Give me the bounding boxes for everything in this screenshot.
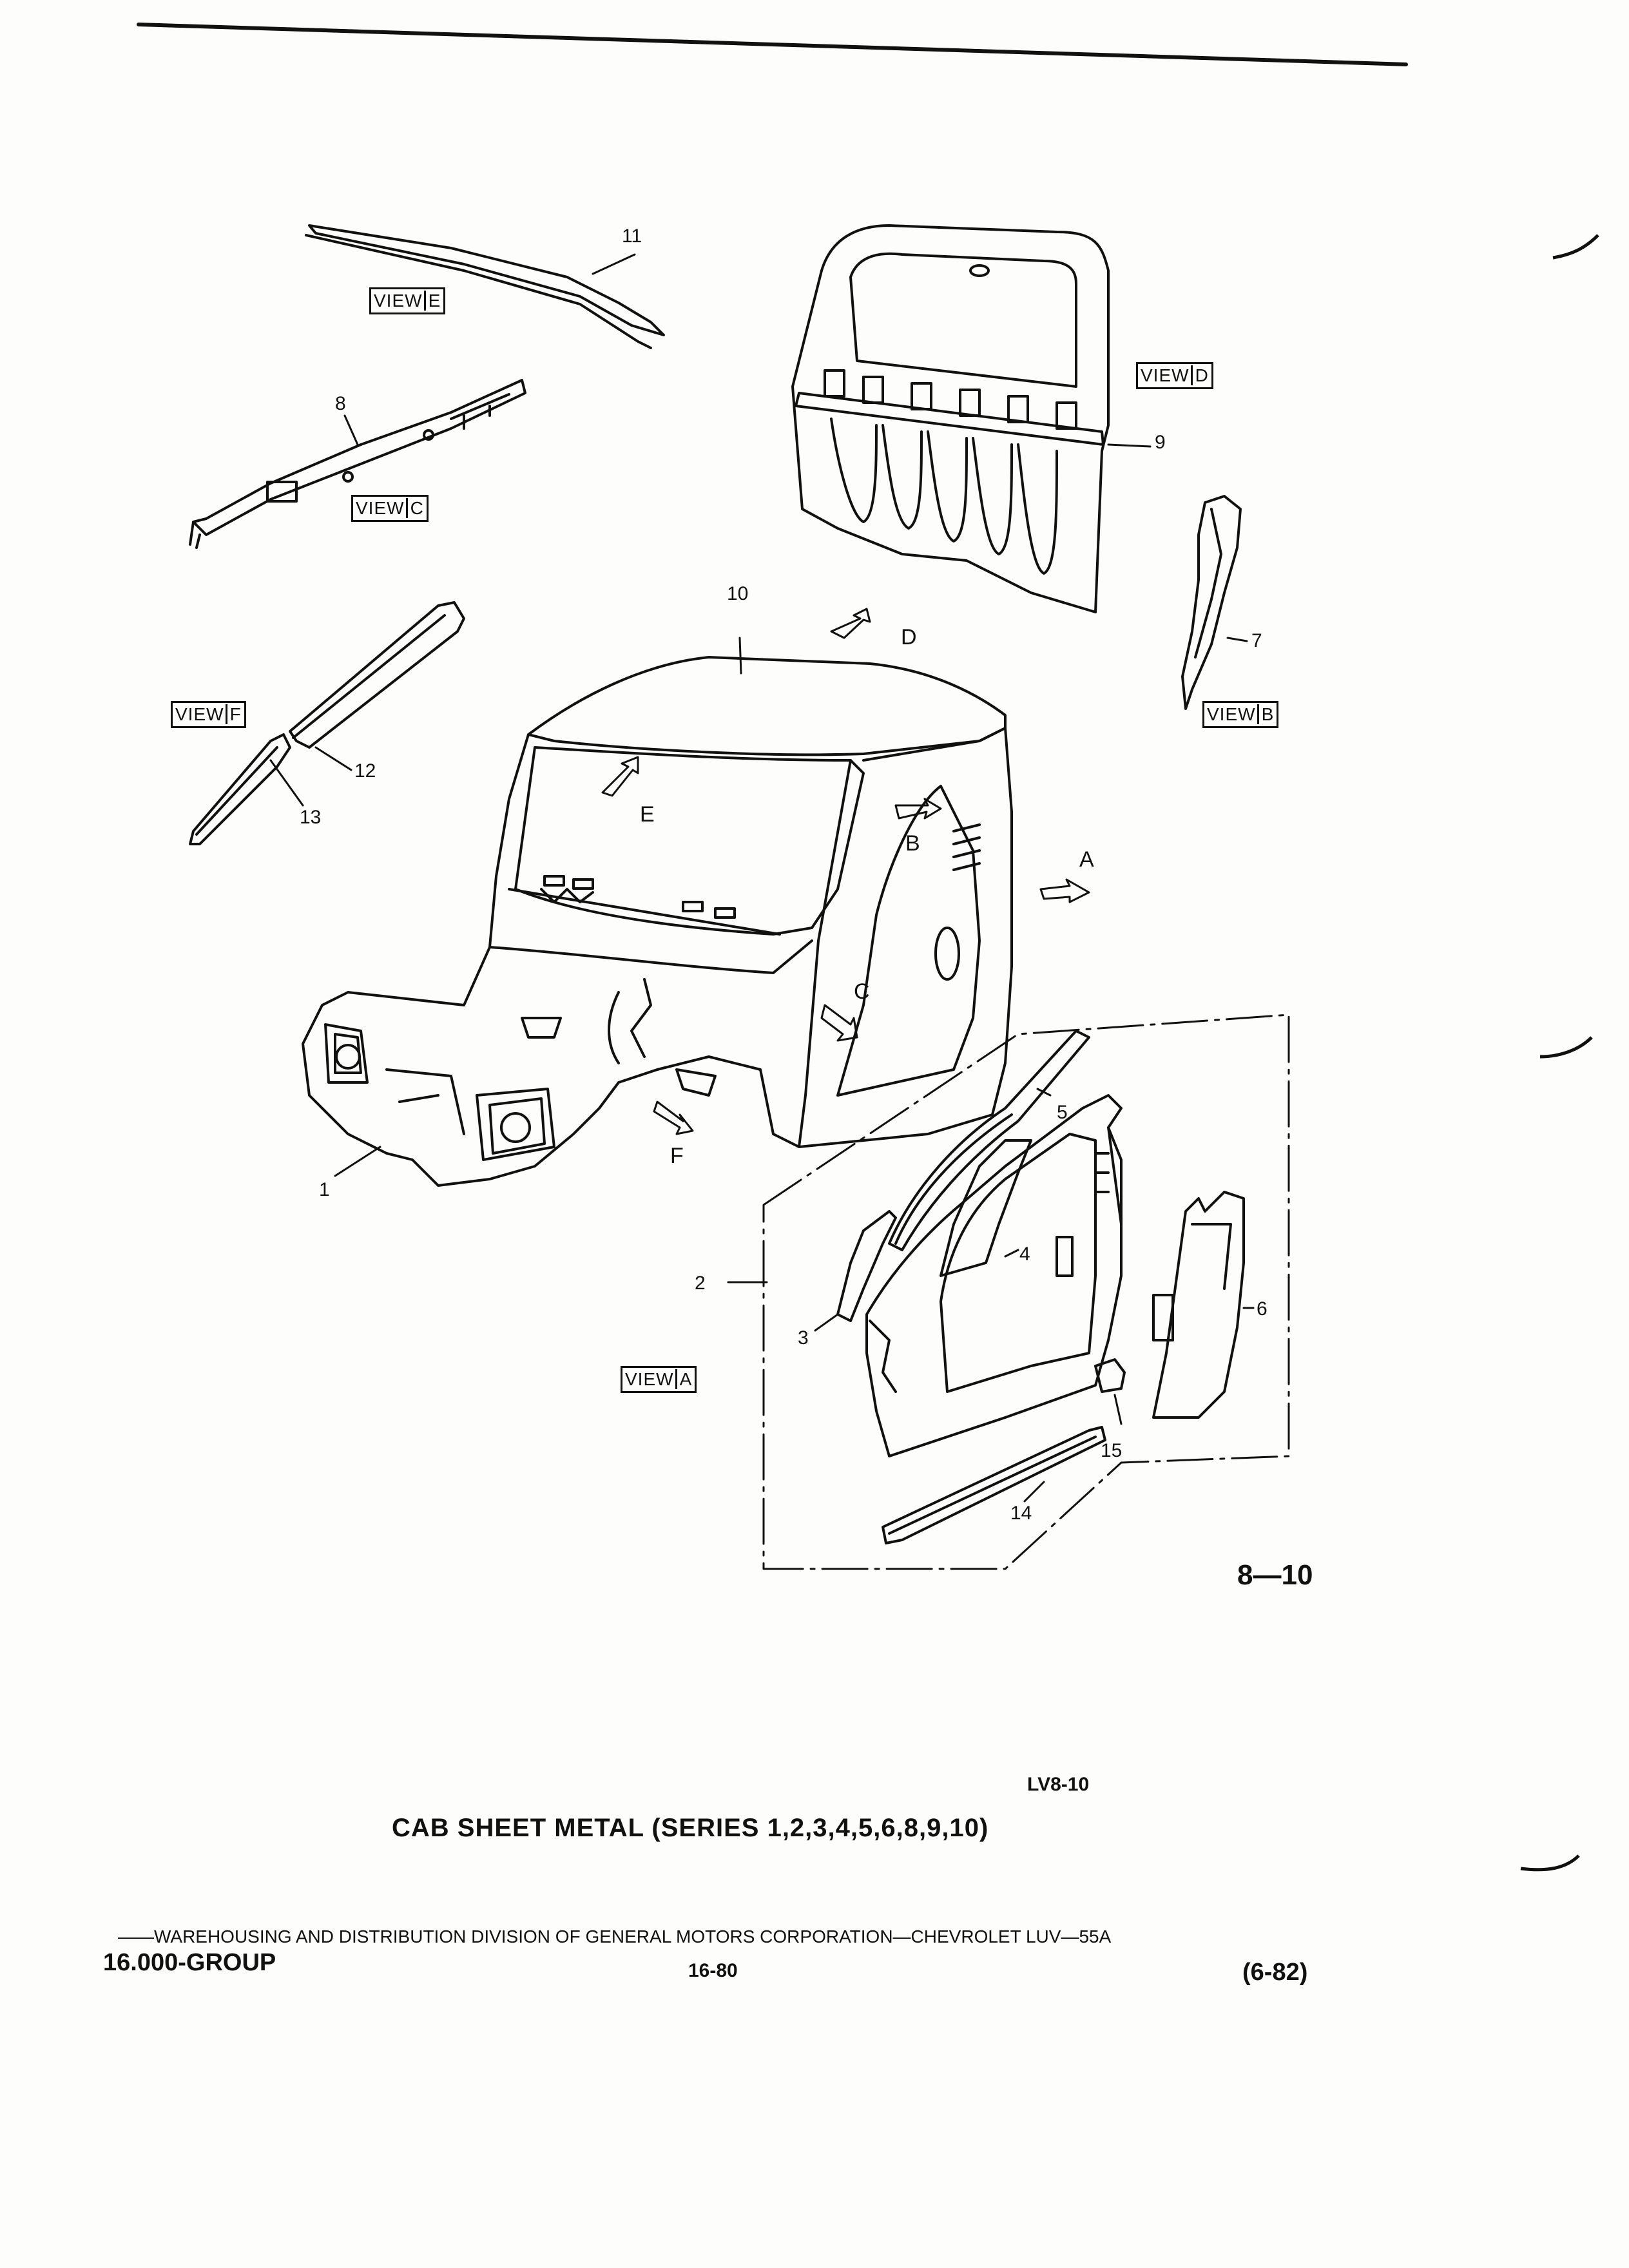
arrow-d-label: D bbox=[901, 625, 917, 649]
floor-sill-part bbox=[189, 379, 526, 549]
pillar-reinforcement-part bbox=[289, 601, 465, 749]
callout-8: 8 bbox=[335, 393, 346, 414]
callout-12: 12 bbox=[354, 760, 376, 782]
back-panel-part bbox=[791, 224, 1110, 613]
cab-body-part bbox=[302, 656, 1013, 1187]
roof-side-rail-part bbox=[888, 1030, 1090, 1251]
callout-1: 1 bbox=[319, 1179, 330, 1200]
corner-panel-part bbox=[1181, 495, 1242, 710]
footer-division-line: ——WAREHOUSING AND DISTRIBUTION DIVISION … bbox=[118, 1927, 1112, 1946]
header-rule bbox=[137, 23, 1408, 66]
callout-10: 10 bbox=[727, 583, 749, 604]
figure-number: 8—10 bbox=[1237, 1559, 1313, 1591]
arrow-b-label: B bbox=[905, 831, 920, 856]
footer-date: (6-82) bbox=[1242, 1959, 1308, 1986]
callout-3: 3 bbox=[798, 1327, 809, 1349]
illustration-code: LV8-10 bbox=[1027, 1774, 1090, 1795]
callout-5: 5 bbox=[1057, 1102, 1068, 1123]
callout-2: 2 bbox=[695, 1273, 706, 1294]
pillar-inner-part bbox=[189, 733, 291, 845]
arrow-f-label: F bbox=[670, 1144, 684, 1168]
door-striker-part bbox=[1094, 1358, 1126, 1393]
a-pillar-inner-part bbox=[836, 1210, 897, 1322]
binder-marks bbox=[1520, 234, 1599, 1872]
view-a-inset-frame bbox=[762, 1014, 1290, 1570]
callout-6: 6 bbox=[1257, 1298, 1268, 1320]
arrow-c-label: C bbox=[854, 979, 870, 1004]
callout-11: 11 bbox=[622, 226, 642, 247]
center-pillar-part bbox=[940, 1139, 1032, 1277]
arrow-a-label: A bbox=[1079, 847, 1094, 872]
callout-15: 15 bbox=[1101, 1440, 1123, 1461]
view-arrows bbox=[601, 608, 1090, 1135]
rear-corner-panel-part bbox=[1152, 1191, 1245, 1419]
callout-13: 13 bbox=[300, 807, 322, 828]
figure-caption: CAB SHEET METAL (SERIES 1,2,3,4,5,6,8,9,… bbox=[392, 1814, 989, 1842]
callout-4: 4 bbox=[1019, 1244, 1030, 1265]
door-frame-inner-part bbox=[865, 1094, 1123, 1457]
arrow-e-label: E bbox=[640, 802, 655, 827]
callout-14: 14 bbox=[1010, 1503, 1032, 1524]
callout-7: 7 bbox=[1251, 630, 1262, 651]
callout-9: 9 bbox=[1155, 432, 1166, 453]
footer-group: 16.000-GROUP bbox=[103, 1949, 276, 1976]
footer-page-number: 16-80 bbox=[688, 1960, 738, 1981]
roof-rail-part bbox=[305, 224, 665, 349]
rocker-panel-part bbox=[882, 1426, 1106, 1544]
